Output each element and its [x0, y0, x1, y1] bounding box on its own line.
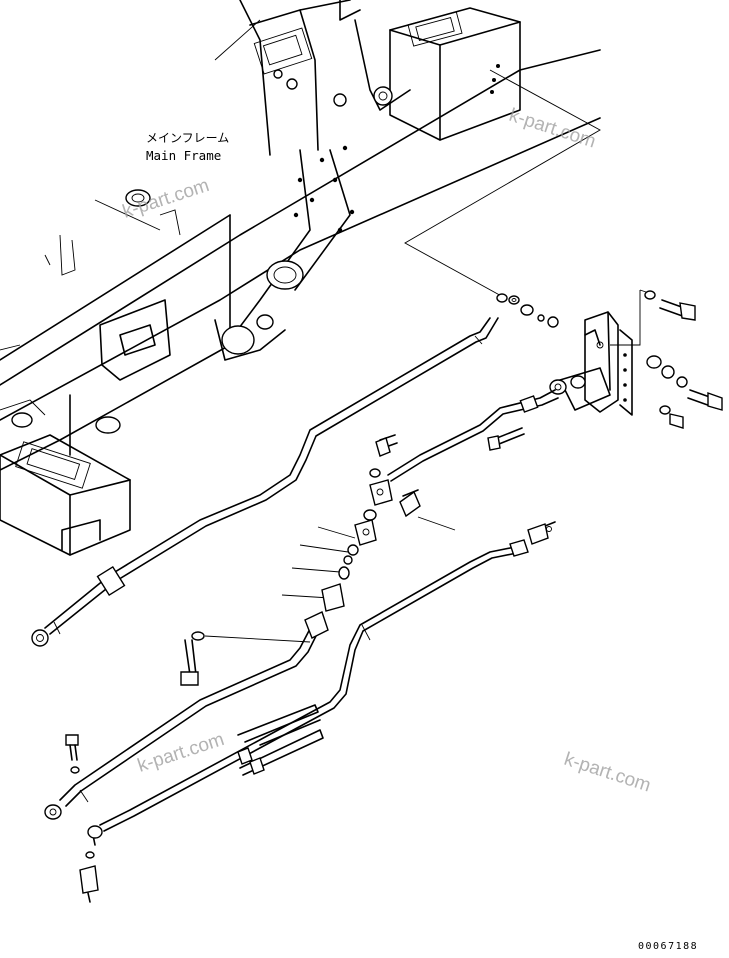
washer-stack-upper	[496, 293, 559, 328]
upper-brake-tube	[31, 317, 499, 647]
loose-bolts	[65, 631, 205, 774]
drawing-code: 00067188	[638, 941, 698, 952]
main-frame-label-en: Main Frame	[146, 148, 221, 163]
watermark-2: k-part.com	[506, 105, 598, 153]
main-frame-structure	[0, 0, 601, 556]
bracket-connector-tube	[387, 389, 559, 482]
frame-bolt-holes	[293, 64, 500, 233]
mounting-bracket	[549, 290, 723, 429]
watermark-3: k-part.com	[135, 729, 227, 777]
watermark-1: k-part.com	[120, 175, 212, 223]
lower-brake-tubes	[44, 521, 556, 903]
leader-lines	[94, 19, 656, 643]
watermark-4: k-part.com	[561, 749, 653, 797]
main-frame-label-jp: メインフレーム	[146, 131, 229, 145]
central-fittings	[321, 434, 421, 612]
